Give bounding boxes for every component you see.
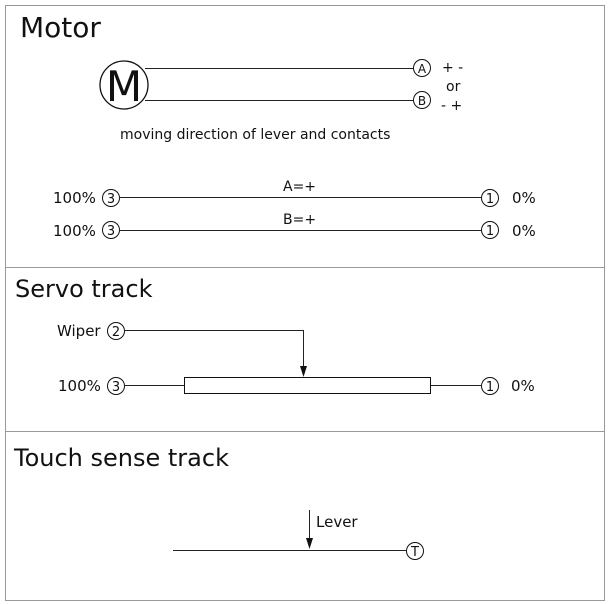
track-right-terminal-circle: [481, 221, 499, 239]
track-polarity-label: A=+: [283, 179, 316, 195]
wiper-terminal-circle: [107, 322, 125, 340]
polarity-top: + -: [442, 60, 463, 76]
motor-title: Motor: [20, 11, 101, 44]
servo-right-terminal-label: 1: [486, 380, 494, 395]
wiper-label: Wiper: [57, 322, 101, 340]
servo-left-terminal-label: 3: [112, 380, 120, 395]
motor-track-row: 100% 3 A=+ 1 0%: [53, 179, 536, 207]
terminal-a: A: [413, 59, 431, 77]
wiper-terminal-label: 2: [112, 325, 120, 340]
motor-symbol-letter: M: [106, 62, 142, 111]
touch-terminal-label: T: [410, 545, 419, 560]
diagram-frame: [5, 5, 605, 601]
track-left-terminal-circle: [102, 221, 120, 239]
motor-circle: [99, 60, 149, 110]
wiper-line: [125, 330, 304, 369]
touch-section: Touch sense track Lever T: [13, 444, 424, 560]
motor-caption: moving direction of lever and contacts: [120, 127, 390, 143]
resistive-track: [184, 377, 431, 394]
track-left-percent: 100%: [53, 222, 96, 240]
track-left-percent: 100%: [53, 189, 96, 207]
track-right-terminal-label: 1: [486, 192, 494, 207]
servo-right-percent: 0%: [511, 377, 535, 395]
servo-section: Servo track Wiper 2 100% 3 1 0%: [15, 275, 535, 395]
track-left-terminal-label: 3: [107, 224, 115, 239]
track-polarity-label: B=+: [283, 212, 316, 228]
track-left-terminal-circle: [102, 189, 120, 207]
terminal-a-circle: [413, 59, 431, 77]
lever-arrow-icon: [306, 538, 313, 549]
terminal-a-label: A: [418, 62, 427, 76]
track-left-terminal-label: 3: [107, 192, 115, 207]
motor-track-row: 100% 3 B=+ 1 0%: [53, 212, 536, 240]
servo-left-terminal-circle: [107, 377, 125, 395]
motor-symbol: M: [99, 60, 149, 111]
touch-title: Touch sense track: [13, 444, 229, 472]
polarity-bottom: - +: [441, 98, 462, 114]
servo-title: Servo track: [15, 275, 153, 303]
wiper-arrow-icon: [300, 366, 307, 377]
terminal-b: B: [413, 91, 431, 109]
track-right-percent: 0%: [512, 222, 536, 240]
track-right-terminal-circle: [481, 189, 499, 207]
track-right-percent: 0%: [512, 189, 536, 207]
servo-left-percent: 100%: [58, 377, 101, 395]
terminal-b-circle: [413, 91, 431, 109]
motor-section: Motor M A B + - or - + moving direction …: [20, 11, 536, 240]
polarity-or: or: [446, 79, 461, 95]
lever-label: Lever: [316, 513, 358, 531]
servo-right-terminal-circle: [481, 377, 499, 395]
track-right-terminal-label: 1: [486, 224, 494, 239]
terminal-b-label: B: [418, 94, 426, 108]
touch-terminal-circle: [406, 542, 424, 560]
